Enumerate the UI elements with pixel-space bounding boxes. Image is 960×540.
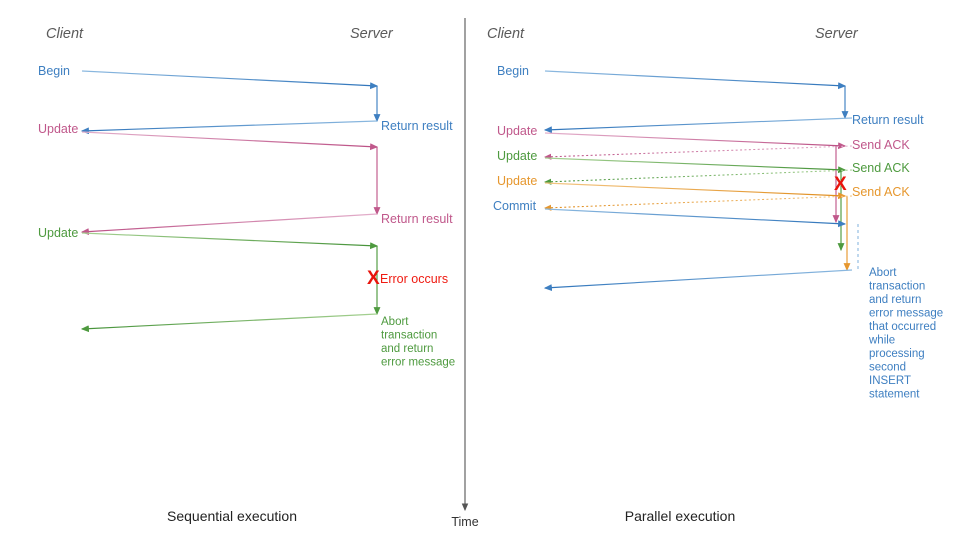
message-label-line: and return [381, 343, 433, 355]
message-label-line: statement [869, 389, 920, 401]
message-label-begin-return-result: Return result [852, 113, 924, 127]
message-arrow-update-1-return-result [80, 213, 378, 236]
message-label-line: second [869, 362, 906, 374]
panel-caption-parallel: Parallel execution [625, 508, 736, 524]
message-arrow-update-1-request [81, 131, 379, 151]
lane-header-server: Server [350, 26, 394, 42]
message-arrow-send-ack-1 [543, 145, 853, 160]
message-arrow-send-ack-2 [543, 169, 853, 185]
message-label-update-2-request: Update [497, 149, 537, 163]
message-label-line: and return [869, 294, 921, 306]
message-arrow-update-2-request [81, 232, 379, 250]
message-flows [543, 70, 859, 292]
message-label-update-2-request: Update [38, 226, 78, 240]
message-label-line: processing [869, 348, 925, 360]
error-x-icon: X [834, 174, 847, 195]
message-label-line: INSERT [869, 375, 911, 387]
message-label-line: Update [497, 149, 537, 163]
message-arrow-begin-return-result [80, 120, 378, 135]
message-arrow-send-ack-3 [543, 195, 853, 211]
message-label-line: Update [38, 226, 78, 240]
message-arrow-begin-return-result [543, 117, 853, 134]
message-label-begin-request: Begin [497, 64, 529, 78]
message-label-line: Return result [381, 212, 453, 226]
lane-header-server: Server [815, 26, 859, 42]
message-label-update-1-request: Update [497, 124, 537, 138]
message-label-update-1-return-result: Return result [381, 212, 453, 226]
message-flows [80, 70, 381, 333]
message-label-line: error message [869, 308, 943, 320]
message-label-line: Begin [497, 64, 529, 78]
message-arrow-begin-request [544, 70, 847, 90]
message-label-send-ack-1: Send ACK [852, 138, 910, 152]
message-arrow-update-2-request [544, 157, 847, 174]
lane-header-client: Client [487, 26, 525, 42]
message-label-update-1-request: Update [38, 122, 78, 136]
message-label-commit-request: Commit [493, 199, 537, 213]
message-arrow-commit-request [544, 208, 847, 228]
message-label-line: that occurred [869, 321, 936, 333]
time-axis: Time [451, 18, 479, 529]
message-label-line: Update [497, 174, 537, 188]
message-arrow-begin-request [81, 70, 379, 90]
error-label: Error occurs [380, 272, 448, 286]
message-label-send-ack-2: Send ACK [852, 161, 910, 175]
message-label-line: error message [381, 357, 455, 369]
message-label-line: transaction [869, 281, 925, 293]
message-label-line: Update [38, 122, 78, 136]
message-arrow-update-1-request [544, 132, 847, 150]
message-arrow-commit-abort-return [543, 269, 853, 292]
error-marker-group: X Error occurs [367, 268, 448, 289]
message-label-line: Update [497, 124, 537, 138]
error-x-icon: X [367, 268, 380, 289]
message-label-line: Begin [38, 64, 70, 78]
message-label-line: Return result [852, 113, 924, 127]
message-label-begin-request: Begin [38, 64, 70, 78]
message-label-send-ack-3: Send ACK [852, 185, 910, 199]
message-label-line: Abort [869, 267, 897, 279]
message-label-line: Return result [381, 119, 453, 133]
message-arrow-update-3-request [544, 182, 847, 200]
time-axis-label: Time [451, 515, 478, 529]
message-label-line: Send ACK [852, 185, 910, 199]
message-label-line: Send ACK [852, 138, 910, 152]
panel-caption-sequential: Sequential execution [167, 508, 297, 524]
message-label-line: Send ACK [852, 161, 910, 175]
message-label-update-3-request: Update [497, 174, 537, 188]
error-marker-group: X [834, 174, 847, 195]
message-label-line: while [868, 335, 895, 347]
lane-header-client: Client [46, 26, 84, 42]
message-label-line: transaction [381, 330, 437, 342]
message-label-line: Abort [381, 316, 409, 328]
message-label-line: Commit [493, 199, 537, 213]
message-label-begin-return-result: Return result [381, 119, 453, 133]
message-arrow-update-2-abort-return [80, 313, 378, 333]
